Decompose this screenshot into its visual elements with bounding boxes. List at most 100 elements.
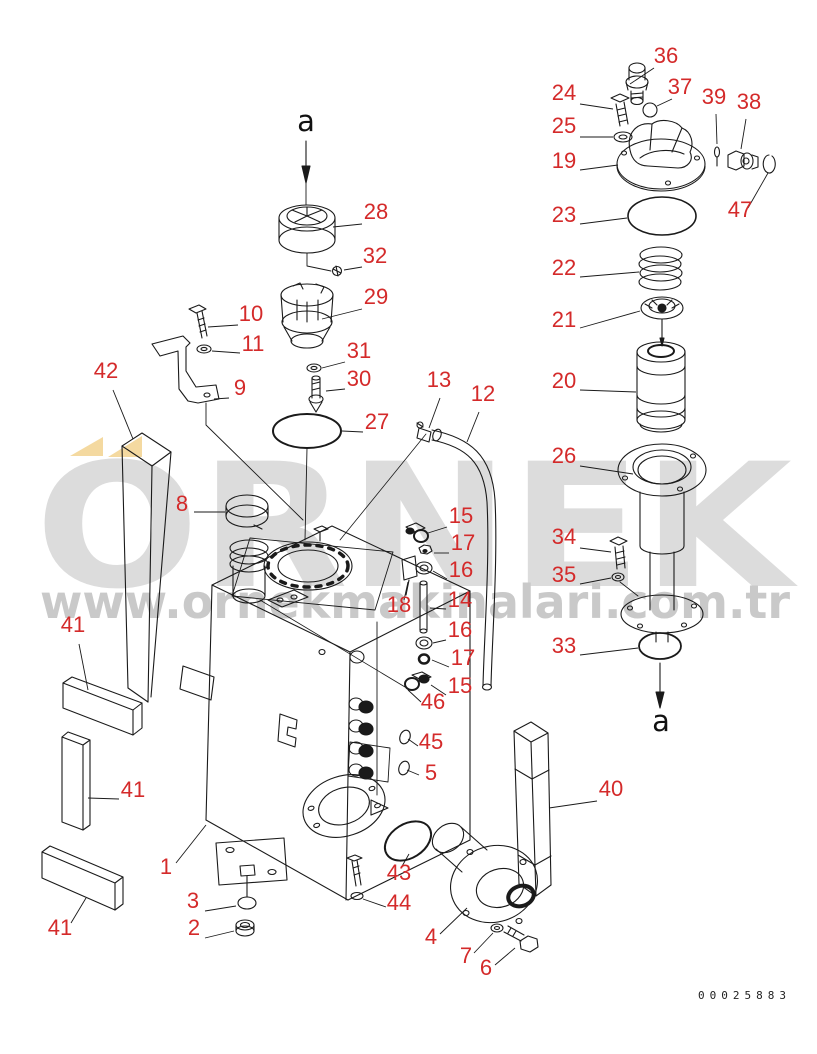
leader-line-11 bbox=[211, 350, 241, 354]
leader-line-12 bbox=[466, 411, 480, 443]
callout-8: 8 bbox=[176, 491, 188, 516]
callout-19: 19 bbox=[552, 148, 576, 173]
tank-flange-wedge bbox=[370, 799, 389, 816]
part-pad-41c bbox=[41, 845, 124, 911]
callout-41: 41 bbox=[48, 915, 72, 940]
part-strainer-29 bbox=[280, 282, 334, 349]
leader-line-39 bbox=[715, 113, 718, 145]
fittings-column bbox=[401, 522, 433, 691]
callout-17: 17 bbox=[451, 530, 475, 555]
leader-line-18 bbox=[403, 581, 409, 601]
callout-39: 39 bbox=[702, 84, 726, 109]
leader-line-16 bbox=[432, 570, 448, 580]
callout-44: 44 bbox=[387, 890, 411, 915]
part-nut-2 bbox=[235, 919, 255, 937]
part-cap-28 bbox=[278, 204, 336, 272]
leader-line-26 bbox=[579, 465, 634, 475]
callout-47: 47 bbox=[728, 197, 752, 222]
leader-line-36 bbox=[629, 67, 655, 85]
leader-line-15 bbox=[427, 526, 448, 534]
callout-13: 13 bbox=[427, 367, 451, 392]
leader-line-29 bbox=[321, 308, 363, 320]
leader-line-21 bbox=[579, 310, 641, 329]
callout-23: 23 bbox=[552, 202, 576, 227]
watermark-url: www.ornekmakinalari.com.tr bbox=[40, 575, 790, 629]
callout-2: 2 bbox=[188, 915, 200, 940]
callout-46: 46 bbox=[421, 689, 445, 714]
leader-line-13 bbox=[428, 397, 441, 429]
leader-line-9 bbox=[213, 397, 230, 400]
part-plug-3 bbox=[237, 896, 257, 910]
leader-line-41 bbox=[78, 643, 89, 691]
logo-triangle-right bbox=[108, 436, 142, 457]
part-number: 00025883 bbox=[698, 989, 791, 1002]
flow-label-top: a bbox=[297, 104, 315, 138]
part-bolt-24 bbox=[610, 93, 630, 127]
leader-line-22 bbox=[579, 271, 640, 278]
callout-18: 18 bbox=[387, 592, 411, 617]
part-washer-35 bbox=[611, 572, 639, 597]
leader-line-46 bbox=[407, 689, 422, 703]
leader-line-33 bbox=[579, 647, 639, 656]
callout-33: 33 bbox=[552, 633, 576, 658]
leader-line-24 bbox=[579, 103, 614, 110]
leader-line-3 bbox=[204, 905, 237, 912]
callout-15: 15 bbox=[449, 503, 473, 528]
callout-37: 37 bbox=[668, 74, 692, 99]
callout-16: 16 bbox=[449, 557, 473, 582]
leader-line-44 bbox=[362, 898, 387, 908]
callout-27: 27 bbox=[365, 409, 389, 434]
tank-foot-drain bbox=[215, 837, 288, 898]
part-plug-5 bbox=[398, 760, 410, 776]
callout-6: 6 bbox=[480, 955, 492, 980]
part-bolt-34 bbox=[609, 536, 628, 570]
callout-15: 15 bbox=[448, 673, 472, 698]
leader-line-10 bbox=[207, 324, 239, 328]
part-suction-26 bbox=[617, 443, 707, 643]
callout-43: 43 bbox=[387, 860, 411, 885]
flow-arrow-top bbox=[301, 140, 311, 206]
leader-line-42 bbox=[112, 389, 134, 440]
callout-21: 21 bbox=[552, 307, 576, 332]
callout-25: 25 bbox=[552, 113, 576, 138]
callout-3: 3 bbox=[187, 888, 199, 913]
flow-arrow-bottom bbox=[655, 662, 665, 709]
leader-line-1 bbox=[175, 824, 207, 864]
leader-line-47 bbox=[747, 172, 769, 209]
leader-line-30 bbox=[325, 388, 346, 392]
leader-line-23 bbox=[579, 217, 628, 225]
part-plug-45 bbox=[399, 729, 411, 745]
part-bolt-30 bbox=[308, 375, 324, 413]
part-hose-12 bbox=[431, 428, 497, 691]
part-filter-20 bbox=[636, 341, 686, 433]
part-pad-41b bbox=[61, 731, 91, 831]
callout-9: 9 bbox=[234, 375, 246, 400]
callout-28: 28 bbox=[364, 199, 388, 224]
leader-line-35 bbox=[579, 577, 612, 585]
callout-5: 5 bbox=[425, 760, 437, 785]
callout-34: 34 bbox=[552, 524, 576, 549]
leader-line-7 bbox=[473, 932, 494, 954]
callout-29: 29 bbox=[364, 284, 388, 309]
leader-line-32 bbox=[343, 266, 363, 271]
leader-line-38 bbox=[740, 118, 747, 150]
part-washer-7 bbox=[490, 923, 504, 933]
part-pin-39 bbox=[713, 146, 721, 167]
part-oring-43 bbox=[383, 820, 433, 862]
part-bolt-44 bbox=[346, 854, 364, 901]
leader-line-19 bbox=[579, 164, 619, 171]
callout-26: 26 bbox=[552, 443, 576, 468]
part-tank-1 bbox=[179, 433, 471, 901]
callout-12: 12 bbox=[471, 381, 495, 406]
callout-7: 7 bbox=[460, 943, 472, 968]
leader-line-41 bbox=[70, 897, 87, 924]
line-art bbox=[41, 62, 776, 953]
callout-38: 38 bbox=[737, 89, 761, 114]
part-washer-31 bbox=[306, 363, 322, 373]
callout-41: 41 bbox=[121, 777, 145, 802]
leader-line-2 bbox=[204, 930, 235, 939]
leader-line-31 bbox=[321, 361, 346, 369]
callout-30: 30 bbox=[347, 366, 371, 391]
callout-4: 4 bbox=[425, 924, 437, 949]
